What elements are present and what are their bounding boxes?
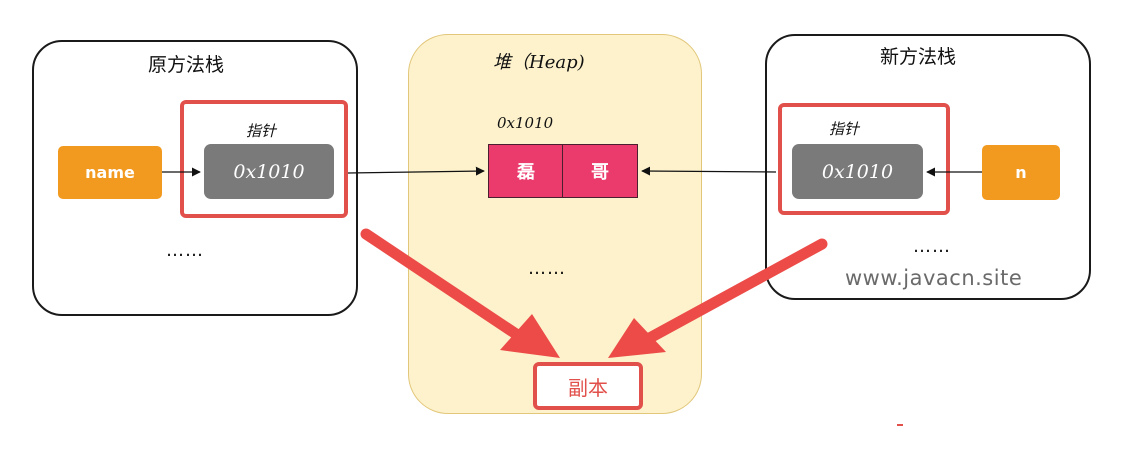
original-pointer-highlight [180,100,348,218]
new-pointer-label: 指针 [829,120,860,138]
original-pointer-to-object-arrow [347,166,485,176]
new-pointer-highlight [778,103,950,215]
stray-mark [897,424,903,426]
new-stack-title: 新方法栈 [880,46,957,68]
heap-object-cell-2: 哥 [562,144,638,198]
copy-label: 副本 [533,362,643,410]
red-arrow-right [608,238,828,358]
watermark-text: www.javacn.site [845,266,1023,290]
new-stack-ellipsis: …… [913,236,951,257]
heap-title: 堆（Heap) [493,52,585,73]
heap-ellipsis: …… [528,258,566,279]
variable-name-box: name [58,146,162,199]
variable-n-box: n [982,145,1060,200]
original-pointer-label: 指针 [246,122,277,140]
original-stack-title: 原方法栈 [148,54,225,76]
heap-object-address: 0x1010 [497,114,554,132]
new-pointer-to-object-arrow [641,166,777,176]
original-stack-ellipsis: …… [166,240,204,261]
original-pointer-box: 0x1010 [204,144,334,199]
new-pointer-box: 0x1010 [792,144,923,199]
heap-object-cell-1: 磊 [488,144,564,198]
red-arrow-left [360,228,560,358]
